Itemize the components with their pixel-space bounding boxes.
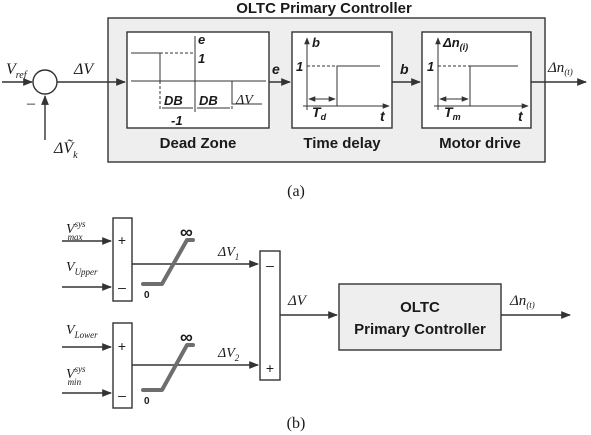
signal-e: e [272,61,280,77]
tm-label: Tm [444,104,461,122]
caption-a: (a) [287,183,305,200]
figure-a: OLTC Primary Controller Vref – ΔṼk ΔV e … [2,0,587,200]
lower-sum-minus: – [118,387,126,403]
signal-b: b [400,61,409,77]
dead-zone-axis-x: ΔV [235,93,254,108]
panel-title: OLTC Primary Controller [236,0,412,17]
motor-drive-label: Motor drive [439,135,521,152]
motor-drive-axis-y: Δn(i) [442,35,468,52]
time-delay-level: 1 [296,59,303,74]
dead-zone-curve [131,52,262,105]
dead-zone-level-pos: 1 [198,51,205,66]
sum-minus-sign: – [26,95,36,112]
motor-drive-step [438,65,518,107]
controller-line2: Primary Controller [354,321,486,338]
upper-limiter-low: 0 [144,290,150,301]
time-delay-label: Time delay [303,135,381,152]
oltc-primary-controller-block [338,283,502,351]
motor-drive-block [421,31,532,129]
vupper-label: VUpper [66,260,98,277]
dead-zone-block [126,31,270,129]
time-delay-axis-y: b [312,35,320,50]
vlower-label: VLower [66,323,98,340]
lower-limiter-curve [141,343,195,392]
upper-limiter-curve [141,238,195,286]
output-b-label: Δn(t) [509,293,535,310]
dv1-label: ΔV1 [217,245,239,262]
td-label: Td [312,104,327,122]
controller-line1: OLTC [400,299,440,316]
motor-drive-level: 1 [427,59,434,74]
dead-zone-axis-y: e [198,32,205,47]
lower-sum-plus: + [118,338,126,354]
upper-limiter-high: ∞ [180,222,193,242]
caption-b: (b) [287,415,306,432]
combine-plus: + [266,360,274,376]
lower-limiter-low: 0 [144,396,150,407]
db-right-label: DB [199,93,218,108]
summing-junction [32,69,58,95]
upper-sum-plus: + [118,232,126,248]
time-delay-axis-x: t [380,108,386,124]
dead-zone-label: Dead Zone [160,135,237,152]
combined-label: ΔV [287,293,308,309]
time-delay-block [291,31,393,129]
dead-zone-level-neg: -1 [171,113,183,128]
db-left-label: DB [164,93,183,108]
vref-label: Vref [6,61,28,81]
output-a-label: Δn(t) [547,60,573,77]
upper-sum-minus: – [118,279,126,295]
upper-sum-block [112,217,133,302]
combine-minus: – [266,257,274,273]
motor-drive-axis-x: t [518,108,524,124]
lower-limiter-high: ∞ [180,327,193,347]
dv2-label: ΔV2 [217,346,240,363]
error-label: ΔV [73,61,95,78]
feedback-label: ΔṼk [53,138,78,161]
time-delay-step [307,65,380,107]
